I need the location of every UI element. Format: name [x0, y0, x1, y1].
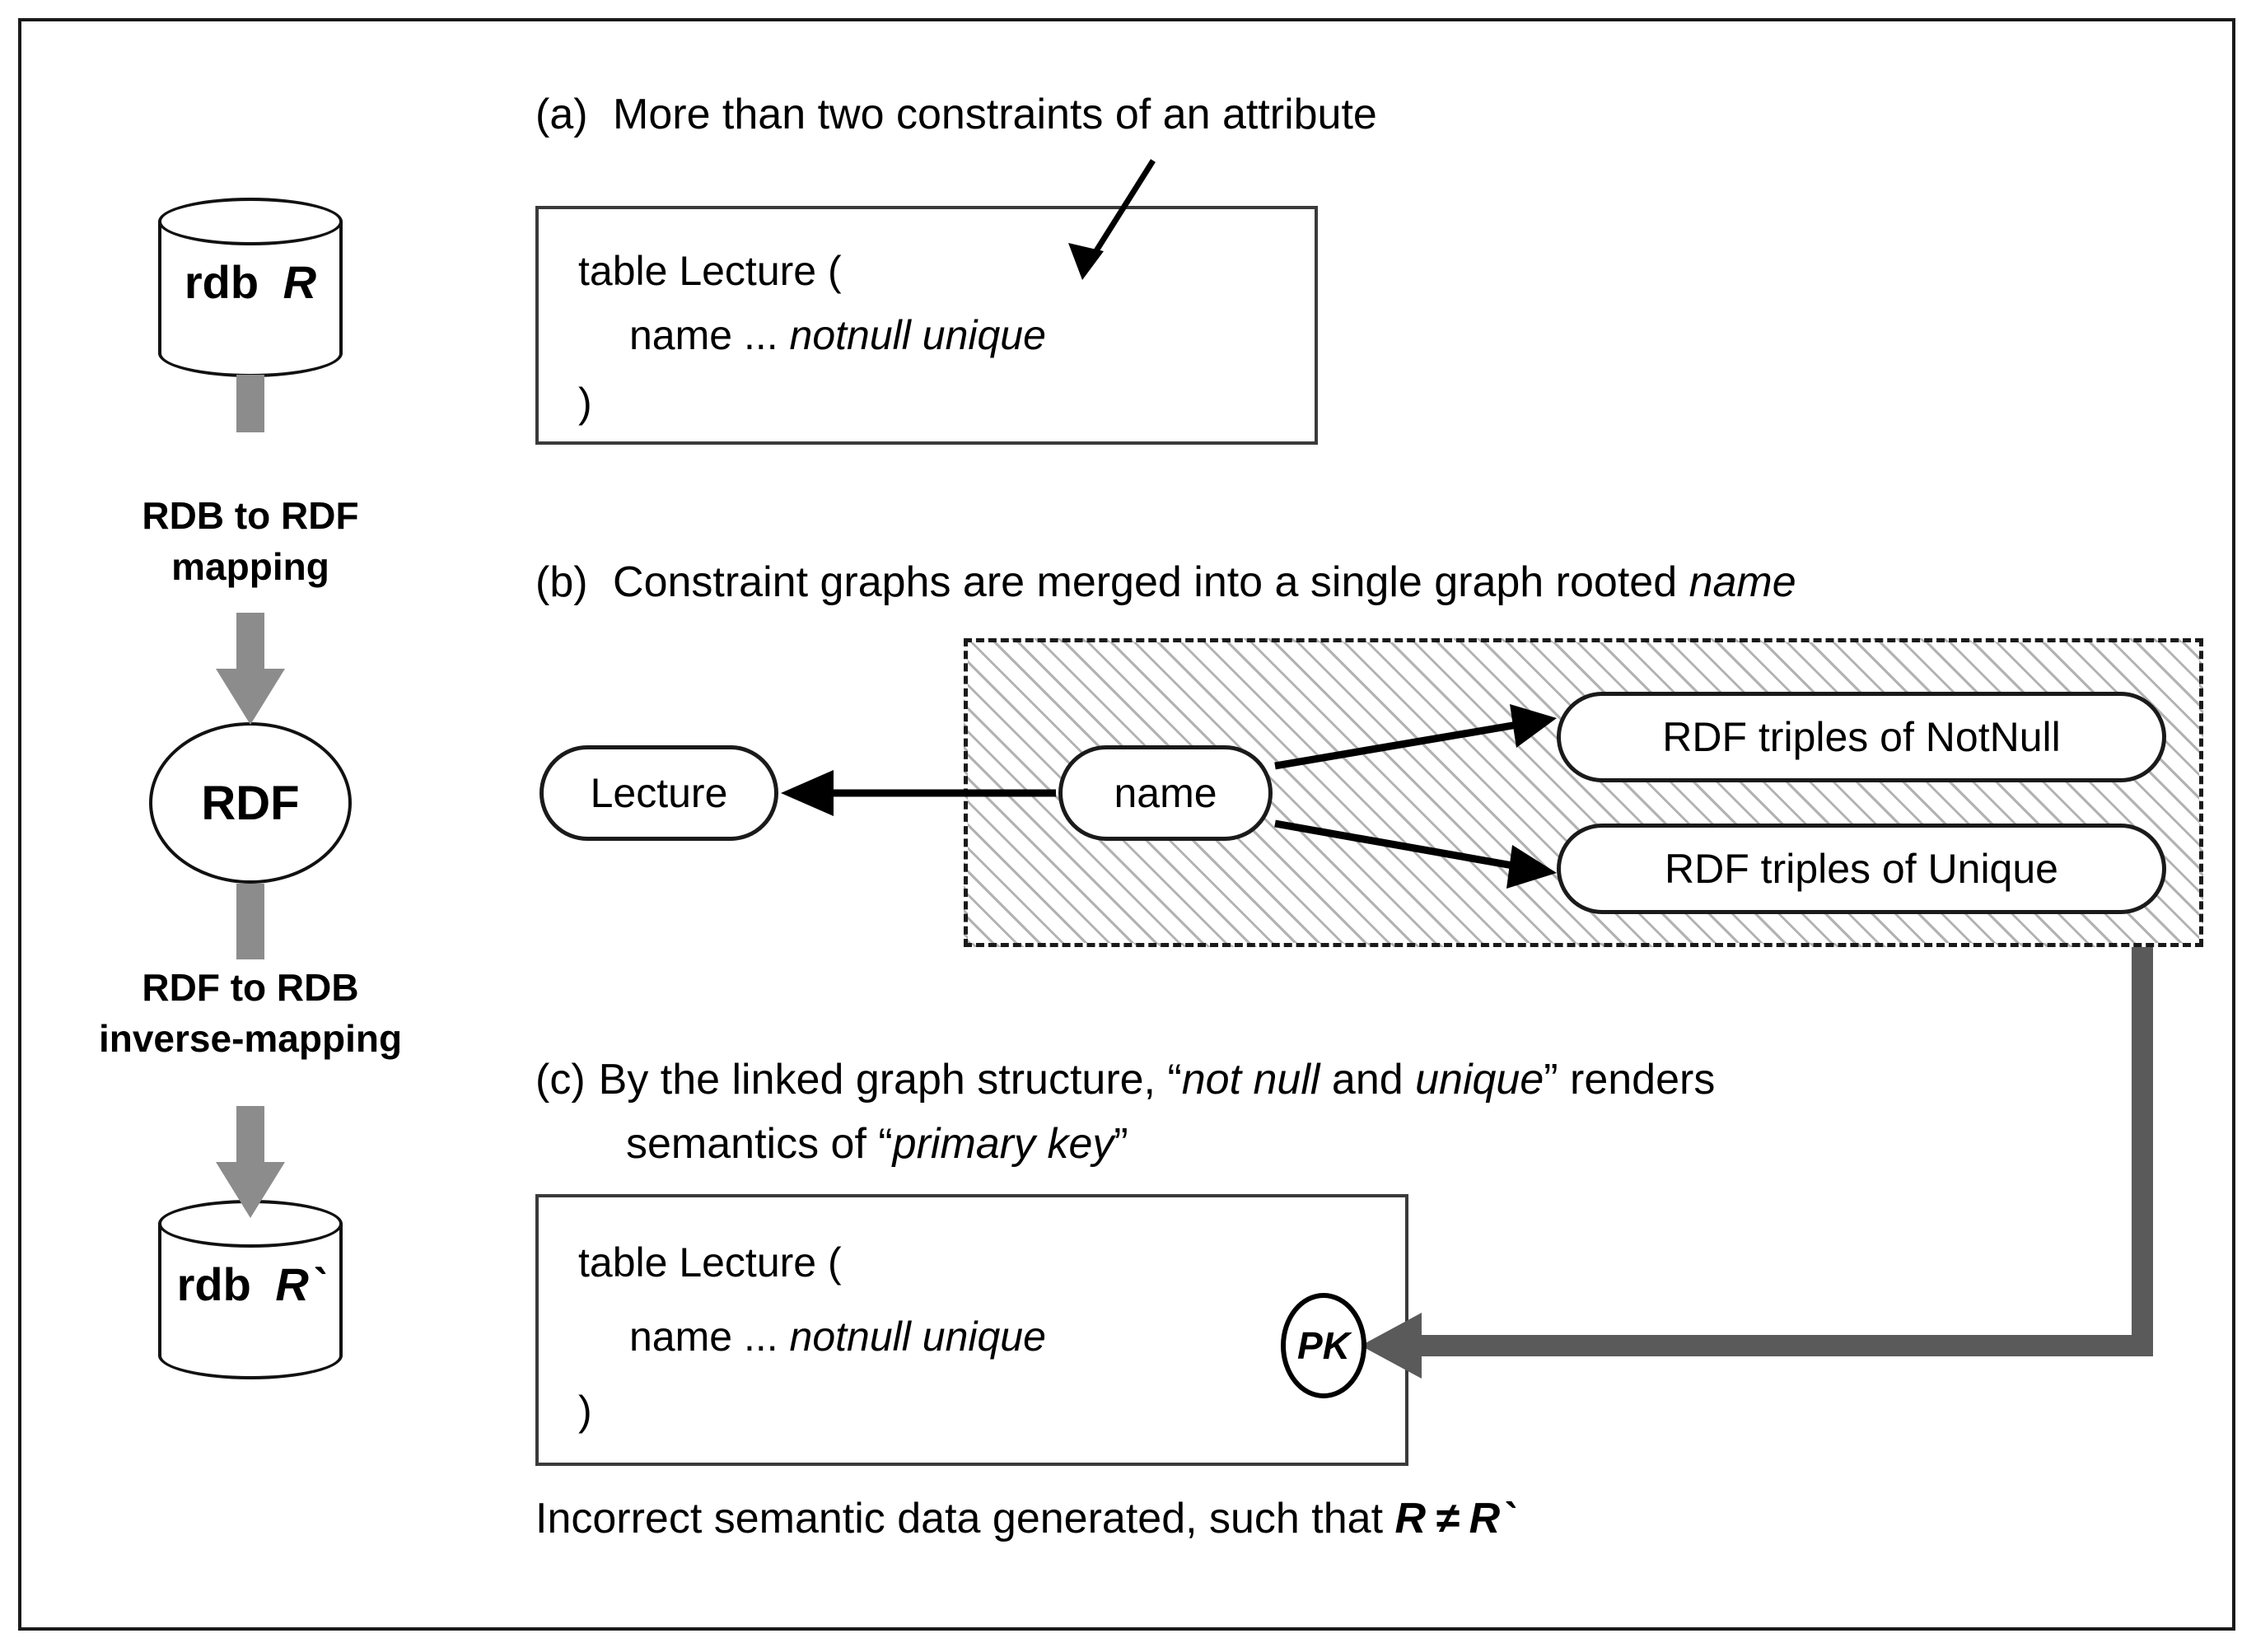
- graph-node-name: name: [1058, 745, 1273, 841]
- pipeline-step2-label-line2: inverse-mapping: [98, 1017, 403, 1061]
- section-b-tag: (b): [535, 558, 588, 606]
- cylinder-top-ellipse: [158, 198, 343, 245]
- table-c-line2-plain: name ...: [629, 1314, 790, 1360]
- table-box-c: table Lecture ( name ... notnull unique …: [535, 1194, 1408, 1466]
- section-c-heading-line1-part3: ” renders: [1544, 1056, 1716, 1104]
- table-a-line2: name ... notnull unique: [629, 313, 1046, 358]
- table-a-line3: ): [578, 380, 592, 426]
- section-a-heading-text: More than two constraints of an attribut…: [613, 91, 1377, 138]
- table-box-a: table Lecture ( name ... notnull unique …: [535, 206, 1318, 445]
- table-c-line3: ): [578, 1388, 592, 1434]
- section-c-heading-line2-part1: semantics of “: [626, 1120, 893, 1168]
- table-c-line2-italic: notnull unique: [789, 1314, 1046, 1360]
- cylinder-source-label-main: rdb: [184, 256, 259, 308]
- cylinder-top-ellipse: [158, 1200, 343, 1248]
- section-c-heading-line2: semantics of “primary key”: [626, 1120, 1128, 1169]
- cylinder-source-label-var: R: [283, 256, 317, 308]
- section-c-heading-line1-part1: By the linked graph structure, “: [598, 1056, 1182, 1104]
- conclusion-symbol-right: R`: [1469, 1495, 1515, 1542]
- section-c-heading-line1-italic1: not null: [1181, 1056, 1320, 1104]
- section-c-heading-line1-part2: and: [1320, 1056, 1416, 1104]
- conclusion-caption: Incorrect semantic data generated, such …: [535, 1494, 1514, 1543]
- section-b-heading-italic: name: [1688, 558, 1796, 606]
- conclusion-text-prefix: Incorrect semantic data generated, such …: [535, 1495, 1395, 1542]
- section-c-heading-line1: (c)By the linked graph structure, “not n…: [535, 1056, 1715, 1105]
- section-a-tag: (a): [535, 91, 588, 138]
- pk-badge: PK: [1281, 1293, 1366, 1398]
- cylinder-source-label: rdb R: [158, 255, 343, 309]
- graph-node-rdf-triples-notnull: RDF triples of NotNull: [1557, 692, 2166, 782]
- graph-node-lecture: Lecture: [539, 745, 778, 841]
- section-a-heading: (a) More than two constraints of an attr…: [535, 91, 1377, 140]
- cylinder-target-rdb: rdb R`: [158, 1200, 343, 1379]
- pipeline-step1-label-line2: mapping: [171, 545, 329, 589]
- pipeline-step2-label: RDF to RDB inverse-mapping: [77, 962, 423, 1064]
- table-a-line2-plain: name ...: [629, 312, 790, 358]
- pipeline-step1-label: RDB to RDF mapping: [77, 490, 423, 592]
- table-c-line1: table Lecture (: [578, 1239, 842, 1286]
- cylinder-target-label: rdb R`: [158, 1258, 343, 1311]
- pipeline-step2-label-line1: RDF to RDB: [142, 966, 359, 1009]
- cylinder-target-label-main: rdb: [176, 1258, 251, 1310]
- graph-node-rdf-triples-unique: RDF triples of Unique: [1557, 824, 2166, 914]
- node-rdf: RDF: [149, 722, 352, 884]
- cylinder-source-rdb: rdb R: [158, 198, 343, 377]
- table-c-line2: name ... notnull unique: [629, 1314, 1046, 1360]
- section-c-heading-line2-italic: primary key: [892, 1120, 1114, 1168]
- table-a-line2-italic: notnull unique: [789, 312, 1046, 358]
- table-a-line1: table Lecture (: [578, 248, 842, 294]
- section-c-heading-line1-italic2: unique: [1415, 1056, 1544, 1104]
- conclusion-symbol-relation: ≠: [1436, 1495, 1460, 1542]
- cylinder-target-label-var: R`: [275, 1258, 325, 1310]
- section-b-heading: (b) Constraint graphs are merged into a …: [535, 558, 1796, 608]
- section-b-heading-text: Constraint graphs are merged into a sing…: [613, 558, 1689, 606]
- figure-outer-frame: [18, 18, 2235, 1631]
- section-c-heading-line2-part2: ”: [1114, 1120, 1128, 1168]
- conclusion-symbol-left: R: [1394, 1495, 1427, 1542]
- section-c-tag: (c): [535, 1056, 586, 1104]
- pipeline-step1-label-line1: RDB to RDF: [142, 494, 359, 537]
